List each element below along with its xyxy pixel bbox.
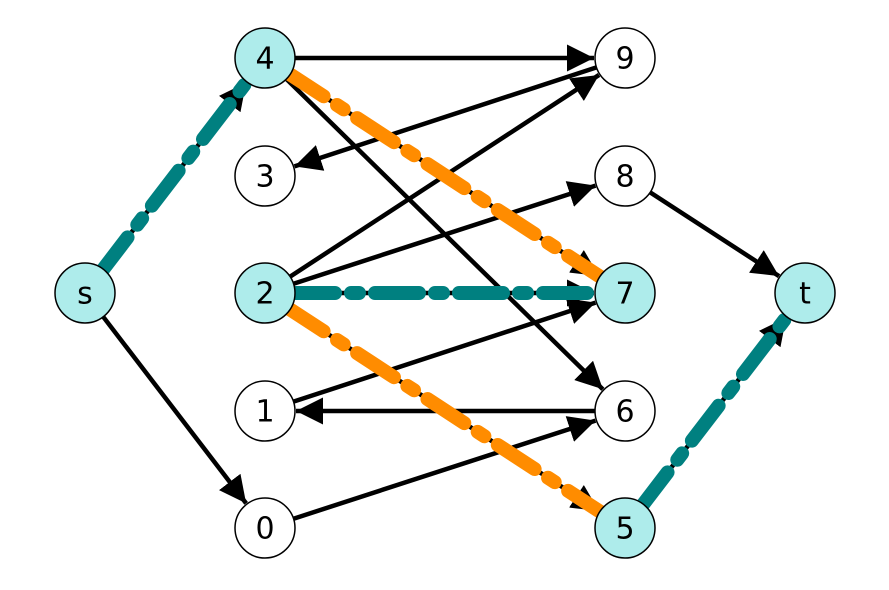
edge-2-to-8 <box>292 181 597 286</box>
node-7: 7 <box>594 262 656 324</box>
node-circle <box>234 262 296 324</box>
node-1: 1 <box>234 380 296 442</box>
node-t: t <box>774 262 836 324</box>
highlight-teal-s-to-4 <box>93 71 257 280</box>
node-2: 2 <box>234 262 296 324</box>
node-circle <box>54 262 116 324</box>
node-label: 6 <box>615 395 634 430</box>
node-circle <box>594 27 656 89</box>
node-4: 4 <box>234 27 296 89</box>
node-circle <box>594 380 656 442</box>
node-8: 8 <box>594 145 656 207</box>
node-label: 7 <box>615 277 634 312</box>
node-label: 4 <box>255 42 274 77</box>
highlighted-paths-layer <box>93 65 797 521</box>
node-circle <box>234 380 296 442</box>
node-circle <box>234 145 296 207</box>
node-label: s <box>77 277 93 312</box>
edges-layer <box>101 44 788 521</box>
node-label: 1 <box>255 395 274 430</box>
node-circle <box>594 145 656 207</box>
edge-8-to-t <box>648 190 781 278</box>
node-circle <box>594 262 656 324</box>
edge-s-to-0 <box>101 315 248 505</box>
node-label: 8 <box>615 160 634 195</box>
node-9: 9 <box>594 27 656 89</box>
node-label: 5 <box>615 512 634 547</box>
node-circle <box>774 262 836 324</box>
edge-9-to-3 <box>293 65 598 171</box>
node-label: 3 <box>255 160 274 195</box>
node-circle <box>234 497 296 559</box>
highlight-orange-4-to-7 <box>279 65 611 286</box>
node-5: 5 <box>594 497 656 559</box>
node-circle <box>594 497 656 559</box>
node-3: 3 <box>234 145 296 207</box>
node-0: 0 <box>234 497 296 559</box>
node-6: 6 <box>594 380 656 442</box>
node-label: 0 <box>255 512 274 547</box>
highlight-teal-5-to-t <box>633 306 797 515</box>
node-s: s <box>54 262 116 324</box>
node-label: 9 <box>615 42 634 77</box>
highlight-orange-2-to-5 <box>279 300 611 521</box>
edge-1-to-7 <box>292 298 597 404</box>
node-label: 2 <box>255 277 274 312</box>
node-label: t <box>799 277 811 312</box>
edge-0-to-6 <box>292 416 597 521</box>
node-circle <box>234 27 296 89</box>
